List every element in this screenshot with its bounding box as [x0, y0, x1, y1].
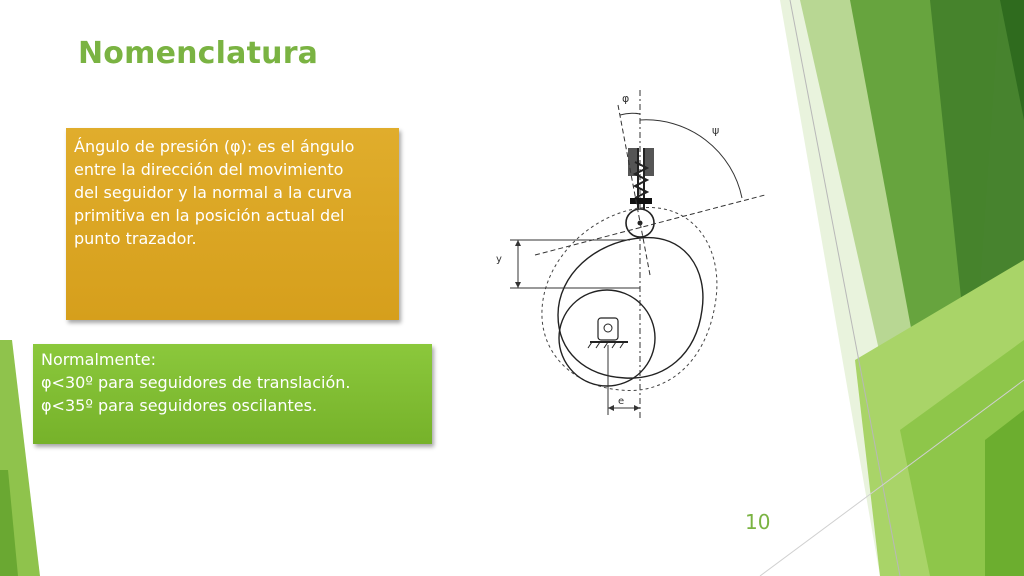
note-box: Normalmente: φ<30º para seguidores de tr…: [33, 344, 432, 444]
e-label: e: [618, 396, 624, 407]
definition-box: Ángulo de presión (φ): es el ángulo entr…: [66, 128, 399, 320]
page-number: 10: [745, 510, 771, 534]
definition-line: Ángulo de presión (φ): es el ángulo: [74, 137, 355, 156]
guide-left: [628, 148, 638, 176]
cam-profile: [557, 236, 704, 379]
pitch-curve: [541, 207, 718, 392]
guide-right: [644, 148, 654, 176]
note-line: φ<35º para seguidores oscilantes.: [41, 396, 318, 415]
definition-line: del seguidor y la normal a la curva: [74, 183, 353, 202]
y-label: y: [496, 254, 502, 265]
definition-line: punto trazador.: [74, 229, 197, 248]
base-circle: [558, 289, 656, 387]
note-line: φ<30º para seguidores de translación.: [41, 373, 351, 392]
psi-label: ψ: [712, 124, 719, 137]
cam-follower-diagram: φ ψ y e: [496, 90, 766, 420]
slide-title: Nomenclatura: [78, 36, 319, 71]
definition-line: primitiva en la posición actual del: [74, 206, 345, 225]
note-line: Normalmente:: [41, 350, 156, 369]
spring: [632, 161, 650, 199]
phi-label: φ: [622, 92, 629, 105]
definition-line: entre la dirección del movimiento: [74, 160, 344, 179]
